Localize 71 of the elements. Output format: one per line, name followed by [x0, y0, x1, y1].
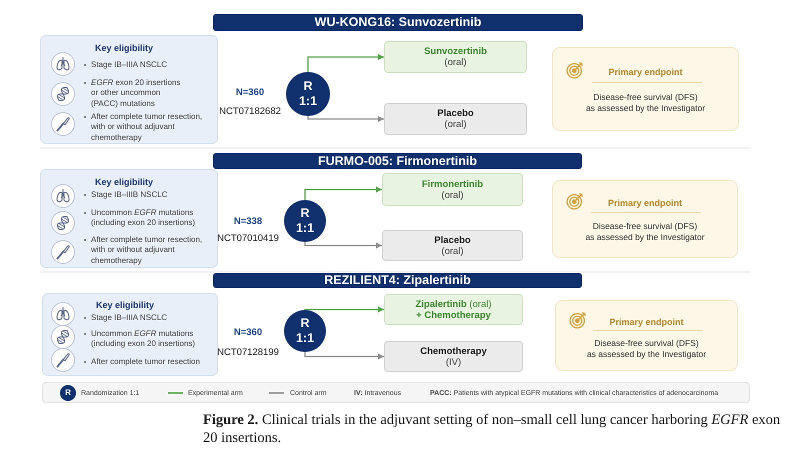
- title-bar: [213, 14, 583, 31]
- experimental-arm-box: [384, 41, 527, 73]
- trial-title: REZILIENT4: Zipalertinib: [324, 273, 471, 288]
- trial-id: NCT07128199: [217, 347, 279, 358]
- trial-title: FURMO-005: Firmonertinib: [318, 154, 478, 168]
- arm-arrow: [304, 306, 384, 312]
- treatment-name: Placebo: [434, 234, 471, 246]
- eligibility-criterion: Uncommon EGFR mutations (including exon 20 insertions): [82, 329, 216, 350]
- eligibility-criterion: After complete tumor resection, with or without adjuvant chemotherapy: [82, 112, 216, 143]
- eligibility-criterion: Stage IB–IIIA NSCLC: [82, 60, 216, 70]
- treatment-name: Chemotherapy: [420, 346, 487, 356]
- experimental-arm-box: [384, 294, 523, 325]
- eligibility-criterion: After complete tumor resection, with or without adjuvant chemotherapy: [82, 235, 216, 266]
- route-label: (oral): [444, 57, 467, 68]
- trial-title: WU-KONG16: Sunvozertinib: [314, 15, 482, 30]
- endpoint-heading: Primary endpoint: [608, 198, 682, 208]
- combination-label: + Chemotherapy: [416, 310, 491, 320]
- randomization-label: R: [300, 206, 310, 221]
- control-arm-box: [384, 341, 523, 372]
- allocation-ratio: 1:1: [296, 221, 314, 236]
- endpoint-description: Disease-free survival (DFS) as assessed by the Investigator: [586, 92, 706, 114]
- allocation-ratio: 1:1: [298, 94, 318, 109]
- endpoint-panel: [555, 300, 738, 371]
- treatment-name: Placebo: [437, 108, 474, 119]
- title-bar: [213, 153, 582, 169]
- eligibility-criterion: After complete tumor resection: [82, 357, 216, 368]
- route-label: (oral): [441, 190, 464, 200]
- arm-arrow: [304, 242, 382, 248]
- trial-id: NCT07010419: [217, 233, 279, 244]
- arm-arrow: [304, 186, 382, 200]
- figure-caption: Figure 2. Clinical trials in the adjuvant setting of non–small cell lung cancer harboring EGFR exon 20 insertions.: [203, 411, 782, 447]
- trial-id: NCT07182682: [219, 106, 281, 117]
- eligibility-panel: [40, 35, 218, 144]
- randomization-circle: [286, 72, 330, 116]
- endpoint-description: Disease-free survival (DFS) as assessed by the Investigator: [586, 338, 706, 360]
- randomization-circle: [284, 200, 326, 242]
- sample-size: N=360: [236, 87, 264, 98]
- route-label: (oral): [441, 246, 464, 256]
- endpoint-heading: Primary endpoint: [608, 66, 682, 76]
- randomization-label: R: [303, 79, 313, 94]
- title-bar: [213, 273, 582, 288]
- drug-name: Sunvozertinib: [424, 46, 487, 57]
- arm-arrow: [307, 54, 384, 72]
- allocation-ratio: 1:1: [296, 331, 314, 346]
- randomization-marker: R: [60, 384, 76, 400]
- drug-name: Zipalertinib (oral): [415, 298, 492, 310]
- eligibility-heading: Key eligibility: [94, 176, 154, 186]
- eligibility-criterion: EGFR exon 20 insertions or other uncommon (PACC) mutations: [82, 78, 185, 109]
- control-arm-box: [382, 230, 523, 261]
- arm-arrow: [307, 116, 384, 122]
- eligibility-criterion: Uncommon EGFR mutations (including exon 20 insertions): [82, 208, 216, 229]
- randomization-circle: [284, 310, 326, 352]
- route-label: (IV): [446, 356, 462, 368]
- eligibility-heading: Key eligibility: [94, 42, 154, 52]
- arm-arrow: [304, 352, 384, 360]
- endpoint-panel: [552, 47, 739, 131]
- eligibility-heading: Key eligibility: [96, 300, 154, 310]
- endpoint-description: Disease-free survival (DFS) as assessed by the Investigator: [585, 220, 705, 242]
- route-label: (oral): [444, 119, 467, 130]
- eligibility-panel: [42, 293, 218, 376]
- eligibility-panel: [40, 169, 218, 268]
- experimental-arm-box: [382, 173, 523, 206]
- sample-size: N=360: [234, 327, 262, 338]
- endpoint-panel: [552, 180, 738, 258]
- eligibility-criterion: Stage IB–IIIA NSCLC: [82, 313, 216, 324]
- eligibility-criterion: Stage IB–IIIB NSCLC: [82, 190, 216, 200]
- randomization-label: R: [300, 316, 310, 331]
- endpoint-heading: Primary endpoint: [609, 316, 684, 326]
- drug-name: Firmonertinib: [422, 178, 484, 190]
- control-arm-box: [384, 103, 527, 135]
- sample-size: N=338: [234, 216, 262, 227]
